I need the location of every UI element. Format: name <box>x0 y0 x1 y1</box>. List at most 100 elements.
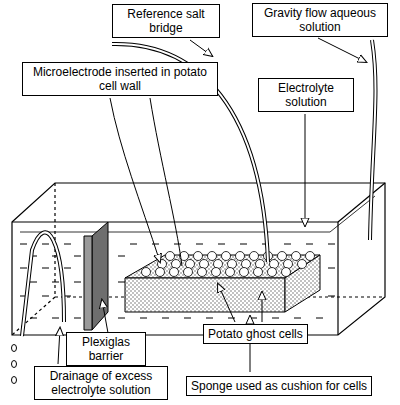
ghost-cells <box>142 268 151 277</box>
water-dashes <box>42 296 49 297</box>
ghost-cells <box>158 260 167 269</box>
microelectrode <box>150 98 182 266</box>
callout-label: Gravity flow aqueous solution <box>257 6 383 34</box>
water-dashes <box>20 268 27 269</box>
water-dashes <box>52 282 59 283</box>
leader-arrows <box>190 40 212 56</box>
water-surface <box>20 196 375 232</box>
callout-label: Plexiglas barrier <box>71 335 141 363</box>
ghost-cells <box>222 252 231 261</box>
ghost-cells <box>242 260 251 269</box>
callout-label: Drainage of excess electrolyte solution <box>39 369 163 397</box>
callout-label: Sponge used as cushion for cells <box>191 379 367 393</box>
water-dashes <box>228 318 235 319</box>
water-dashes <box>52 318 59 319</box>
water-dashes <box>174 244 181 245</box>
ghost-cells <box>142 252 315 277</box>
water-dashes <box>42 244 49 245</box>
tank-walls <box>12 183 385 335</box>
leader-arrows <box>58 328 60 364</box>
water-dashes <box>140 318 147 319</box>
ghost-cells <box>184 268 193 277</box>
ghost-cells <box>292 252 301 261</box>
drops <box>12 345 17 352</box>
ghost-cells <box>170 268 179 277</box>
ghost-cells <box>306 252 315 261</box>
gravity-tube <box>370 40 375 240</box>
water-dashes <box>328 268 335 269</box>
gravity-tube <box>370 40 375 240</box>
drainage-tube <box>22 232 64 336</box>
ghost-cells <box>194 252 203 261</box>
callout-label: Reference salt bridge <box>117 7 215 35</box>
water-dashes <box>272 318 279 319</box>
water-dashes <box>218 244 225 245</box>
water-dashes <box>118 256 125 257</box>
water-dashes <box>74 256 81 257</box>
water-dashes <box>316 318 323 319</box>
leader-arrows <box>318 38 366 62</box>
drainage-tube <box>22 232 64 336</box>
water-dashes <box>74 282 81 283</box>
tank-walls <box>12 221 338 222</box>
callout-box: Microelectrode inserted in potato cell w… <box>22 62 218 96</box>
tank-walls <box>338 183 385 222</box>
callout-box: Potato ghost cells <box>203 324 308 344</box>
leader-arrows <box>102 300 108 333</box>
water-dashes <box>196 244 203 245</box>
ghost-cells <box>186 260 195 269</box>
water-dashes <box>328 244 335 245</box>
water-dashes <box>184 318 191 319</box>
water-dashes <box>250 318 257 319</box>
ghost-cells <box>156 268 165 277</box>
water-dashes <box>306 244 313 245</box>
water-dashes <box>64 244 71 245</box>
water-dashes <box>152 244 159 245</box>
callout-box: Drainage of excess electrolyte solution <box>34 366 168 400</box>
callout-box: Sponge used as cushion for cells <box>186 376 372 396</box>
ghost-cells <box>284 260 293 269</box>
tank-walls <box>337 222 338 335</box>
ghost-cells <box>256 260 265 269</box>
water-dashes <box>30 282 37 283</box>
callout-box: Reference salt bridge <box>112 4 220 38</box>
water-surface <box>20 196 375 232</box>
ghost-cells <box>200 260 209 269</box>
ghost-cells <box>268 268 277 277</box>
ghost-cells <box>228 260 237 269</box>
ghost-cells <box>240 268 249 277</box>
callout-box: Gravity flow aqueous solution <box>252 3 388 37</box>
tank-walls <box>12 297 55 335</box>
sponge <box>125 278 285 312</box>
plexiglas-barrier <box>92 222 108 330</box>
sponge <box>125 255 320 312</box>
ghost-cells <box>212 268 221 277</box>
callout-label: Potato ghost cells <box>208 327 303 341</box>
ghost-cells <box>172 260 181 269</box>
water-dashes <box>64 268 71 269</box>
callout-label: Electrolyte solution <box>263 81 349 109</box>
water-dashes <box>162 318 169 319</box>
water-dashes <box>130 244 137 245</box>
leader-arrows <box>110 98 160 262</box>
water-dashes <box>328 296 335 297</box>
water-dashes <box>20 244 27 245</box>
ghost-cells <box>214 260 223 269</box>
ghost-cells <box>270 260 279 269</box>
drops <box>12 345 17 384</box>
gravity-tube <box>370 40 375 240</box>
ghost-cells <box>282 268 291 277</box>
drops <box>12 377 17 384</box>
water-dashes <box>284 244 291 245</box>
leader-arrows <box>218 284 235 322</box>
ghost-cells <box>198 268 207 277</box>
ghost-cells <box>226 268 235 277</box>
water-dashes <box>118 318 125 319</box>
water-dashes <box>294 318 301 319</box>
ghost-cells <box>250 252 259 261</box>
plexiglas-barrier <box>84 236 92 330</box>
water-dashes <box>42 268 49 269</box>
callout-box: Electrolyte solution <box>258 78 354 112</box>
drainage-tube <box>22 232 64 336</box>
